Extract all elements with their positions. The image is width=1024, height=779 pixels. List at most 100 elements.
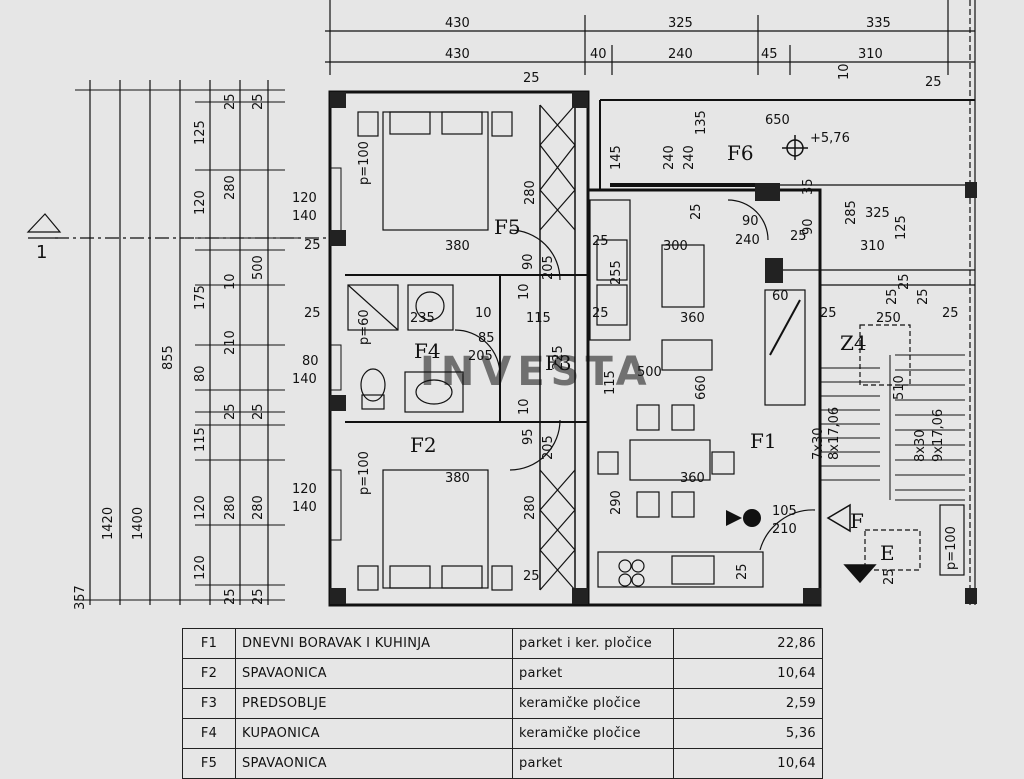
dim-left-small-3: 25	[223, 403, 238, 420]
dim-f4-window-0: 80	[302, 354, 319, 369]
dim-f6-1: 145	[609, 145, 624, 170]
dim-left-c4-3: 210	[223, 330, 238, 355]
door-label-entry: p=100	[944, 526, 959, 570]
dim-left-small-2: 10	[223, 273, 238, 290]
room-code: F5	[182, 748, 236, 779]
room-code: F3	[182, 688, 236, 719]
dim-f1-25a: 25	[592, 234, 609, 249]
dim-left-small-6: 25	[251, 588, 266, 605]
dim-top-1: 430	[445, 16, 470, 31]
dim-f1-5: 360	[680, 471, 705, 486]
dim-stair-4: 7x30	[811, 427, 826, 460]
dim-door-2: 95	[521, 428, 536, 445]
dim-f6-3: 240	[662, 145, 677, 170]
dim-left-c4-5: 115	[193, 427, 208, 452]
door-label-f4: p=60	[357, 309, 372, 345]
room-label-f5: F5	[494, 215, 521, 239]
dim-f2-bot-25: 25	[523, 569, 540, 584]
dim-left-small-5: 25	[223, 588, 238, 605]
dim-top-5: 40	[590, 47, 607, 62]
dim-bottom-2: 25	[925, 75, 942, 90]
dim-f1-4: 660	[694, 375, 709, 400]
dim-f4-window-1: 140	[292, 372, 317, 387]
dim-right-2: 325	[865, 206, 890, 221]
dim-f1-3: 500	[637, 365, 662, 380]
room-legend-table: F1 DNEVNI BORAVAK I KUHINJA parket i ker…	[182, 628, 823, 779]
dim-stair-1: 250	[876, 311, 901, 326]
dim-left-1420: 1420	[101, 507, 116, 540]
dim-top-7: 45	[761, 47, 778, 62]
dim-right-1: 285	[844, 200, 859, 225]
door-label-f5: p=100	[357, 141, 372, 185]
dim-f6-0: 650	[765, 113, 790, 128]
room-floor: parket	[512, 658, 674, 689]
room-area: 10,64	[673, 748, 823, 779]
section-marker: 1	[36, 242, 47, 263]
dim-f6-7: 240	[735, 233, 760, 248]
room-label-f4: F4	[414, 339, 441, 363]
dim-f5-window-1: 140	[292, 209, 317, 224]
dim-f1-25b: 25	[592, 306, 609, 321]
dim-left-c4-4: 80	[193, 365, 208, 382]
table-row: F4 KUPAONICA keramičke pločice 5,36	[182, 718, 823, 749]
dim-left-c4-2: 175	[193, 285, 208, 310]
dim-left-c4-6: 120	[193, 495, 208, 520]
room-name: SPAVAONICA	[235, 748, 513, 779]
door-label-f2: p=100	[357, 451, 372, 495]
dim-left-c4-0: 125	[193, 120, 208, 145]
floor-plan-drawing: 1 INVESTA F5 F4 F3 F2 F1 F6 Z4 E F 430 3…	[26, 0, 977, 610]
dim-stair-0: 25	[820, 306, 837, 321]
level-mark: +5,76	[810, 131, 850, 146]
dim-left-1400: 1400	[131, 507, 146, 540]
marker-f: F	[850, 509, 864, 533]
dim-f6-5: 25	[689, 203, 704, 220]
dim-left-small-4: 25	[251, 403, 266, 420]
dim-f3-4: 10	[517, 398, 532, 415]
dim-bottom-0: 25	[735, 563, 750, 580]
dim-f6-2: 135	[694, 110, 709, 135]
watermark: INVESTA	[420, 349, 653, 395]
dim-bottom-3: 25	[897, 273, 912, 290]
dim-f5-window-0: 120	[292, 191, 317, 206]
dim-top-2: 325	[668, 16, 693, 31]
dim-f1-1: 255	[609, 260, 624, 285]
dim-f2-depth: 280	[523, 495, 538, 520]
room-floor: parket	[512, 748, 674, 779]
dim-right-0: 35	[801, 178, 816, 195]
dim-door-0: 90	[521, 253, 536, 270]
dim-f3-0: 115	[526, 311, 551, 326]
dim-left-c4-7: 120	[193, 555, 208, 580]
dim-left-357: 357	[73, 585, 88, 610]
table-row: F3 PREDSOBLJE keramičke pločice 2,59	[182, 688, 823, 719]
dim-f6-8: 25	[790, 229, 807, 244]
dim-f4-2: 85	[478, 331, 495, 346]
table-row: F1 DNEVNI BORAVAK I KUHINJA parket i ker…	[182, 628, 823, 659]
room-name: KUPAONICA	[235, 718, 513, 749]
dim-door-1: 205	[541, 255, 556, 280]
room-floor: keramičke pločice	[512, 688, 674, 719]
room-name: PREDSOBLJE	[235, 688, 513, 719]
dim-left-855: 855	[161, 345, 176, 370]
dim-right-6: 10	[837, 63, 852, 80]
dim-stair-2: 25	[942, 306, 959, 321]
room-code: F1	[182, 628, 236, 659]
dim-stair-7: 9x17,06	[931, 409, 946, 462]
room-label-f3: F3	[545, 351, 572, 375]
dim-entry-0: 105	[772, 504, 797, 519]
room-name: SPAVAONICA	[235, 658, 513, 689]
dim-f5-top-25: 25	[523, 71, 540, 86]
dim-f1-0: 300	[663, 239, 688, 254]
dim-f3-2: 115	[603, 370, 618, 395]
dim-top-8: 310	[858, 47, 883, 62]
dim-stair-5: 8x17,06	[827, 407, 842, 460]
dim-left-c5-1: 500	[251, 255, 266, 280]
dim-f4-0: 235	[410, 311, 435, 326]
room-area: 5,36	[673, 718, 823, 749]
room-name: DNEVNI BORAVAK I KUHINJA	[235, 628, 513, 659]
dim-right-5: 310	[860, 239, 885, 254]
dim-stair-3: 510	[892, 375, 907, 400]
dim-left-c5-3: 280	[223, 495, 238, 520]
dim-left-c4-1: 120	[193, 190, 208, 215]
dim-stair-6: 8x30	[913, 429, 928, 462]
room-area: 2,59	[673, 688, 823, 719]
